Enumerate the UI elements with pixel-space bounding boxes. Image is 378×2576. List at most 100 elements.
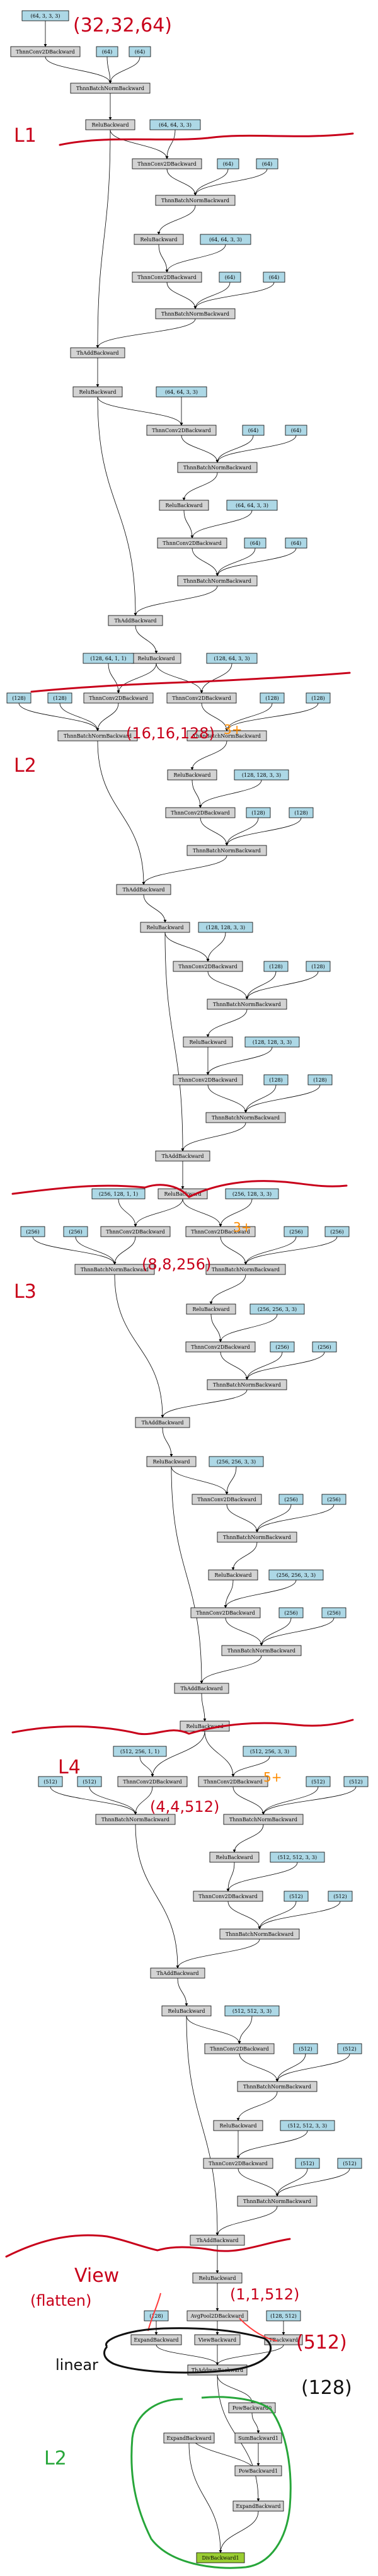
graph-node: ExpandBackward bbox=[232, 2500, 284, 2512]
param-node-box bbox=[263, 272, 285, 283]
edge-n36-n40 bbox=[96, 702, 119, 731]
edge-n92-n93 bbox=[201, 1693, 207, 1722]
node-label: (64, 64, 3, 3) bbox=[236, 503, 268, 508]
op-node-box bbox=[155, 1150, 210, 1162]
graph-node: ThnnBatchNormBackward bbox=[177, 462, 258, 473]
node-label: ThAddBackward bbox=[180, 1686, 222, 1692]
param-node-box bbox=[256, 158, 278, 169]
edge-n25-n26 bbox=[190, 510, 253, 539]
graph-node: (128) bbox=[6, 692, 32, 704]
annotation-linear-loop bbox=[103, 2327, 272, 2374]
op-node-box bbox=[223, 1814, 304, 1825]
graph-node: (512, 256, 1, 1) bbox=[113, 1746, 167, 1757]
param-node-box bbox=[209, 1456, 264, 1467]
node-label: ReluBackward bbox=[146, 925, 183, 930]
node-label: (128) bbox=[311, 696, 325, 701]
edge-n75-n78 bbox=[220, 1351, 249, 1380]
edge-n83-n85 bbox=[255, 1504, 292, 1533]
param-node-box bbox=[149, 119, 201, 130]
edge-n112-n113 bbox=[238, 2015, 253, 2044]
edge-n136-n137 bbox=[219, 2510, 259, 2553]
edge-n32-n36 bbox=[108, 663, 120, 694]
edge-n76-n78 bbox=[245, 1351, 283, 1380]
graph-node: (64) bbox=[285, 425, 307, 436]
param-node-box bbox=[206, 653, 258, 664]
graph-node: ThnnBatchNormBackward bbox=[177, 575, 258, 587]
graph-node: ThnnConv2DBackward bbox=[117, 1776, 188, 1787]
edge-n57-n60 bbox=[207, 1084, 248, 1113]
graph-node: ThnnBatchNormBackward bbox=[186, 730, 267, 741]
edge-n119-n122 bbox=[238, 2168, 279, 2197]
edge-n93-n98 bbox=[151, 1731, 205, 1777]
node-label: ThnnConv2DBackward bbox=[178, 964, 237, 970]
op-node-box bbox=[186, 1303, 236, 1315]
graph-node: (512) bbox=[337, 2043, 362, 2054]
param-node-box bbox=[324, 1226, 350, 1237]
node-label: (128) bbox=[53, 696, 67, 701]
graph-node: ReluBackward bbox=[159, 500, 209, 511]
node-label: (64) bbox=[250, 541, 260, 546]
node-label: ReluBackward bbox=[79, 389, 116, 395]
param-node-box bbox=[83, 653, 134, 664]
graph-node: ReluBackward bbox=[213, 2120, 263, 2131]
annotation-view: View bbox=[74, 2265, 119, 2287]
op-node-box bbox=[213, 2120, 263, 2131]
edge-n78-n79 bbox=[161, 1389, 248, 1418]
graph-node: ThAddBackward bbox=[174, 1683, 229, 1694]
edge-n51-n54 bbox=[207, 971, 249, 1000]
edge-n28-n29 bbox=[215, 547, 297, 576]
node-label: (256) bbox=[289, 1229, 303, 1235]
edge-n5-n7 bbox=[110, 129, 169, 159]
node-label: ReluBackward bbox=[140, 237, 177, 243]
node-label: ThnnBatchNormBackward bbox=[212, 1115, 280, 1121]
graph-node: ReluBackward bbox=[158, 1188, 208, 1199]
annotation-flatten: (flatten) bbox=[30, 2292, 91, 2310]
op-node-box bbox=[134, 234, 184, 245]
graph-node: TBackward bbox=[264, 2334, 303, 2345]
graph-node: (128) bbox=[306, 961, 331, 972]
edge-n58-n60 bbox=[244, 1084, 277, 1113]
edge-n13-n16 bbox=[166, 282, 197, 309]
op-node-box bbox=[221, 1645, 302, 1656]
edge-n106-n109 bbox=[227, 1901, 261, 1930]
node-label: (128, 128, 3, 3) bbox=[242, 772, 281, 778]
node-label: ThAddBackward bbox=[141, 1420, 183, 1426]
edge-n94-n98 bbox=[139, 1756, 154, 1777]
node-label: (64) bbox=[291, 541, 301, 546]
param-node-box bbox=[321, 1494, 346, 1505]
edge-n133-n137 bbox=[188, 2442, 222, 2553]
op-node-box bbox=[135, 1417, 190, 1428]
node-label: (256, 128, 1, 1) bbox=[99, 1191, 138, 1197]
param-node-box bbox=[6, 692, 32, 704]
graph-node: (64) bbox=[256, 158, 278, 169]
graph-node: ThAddBackward bbox=[150, 1967, 205, 1979]
op-node-box bbox=[157, 537, 227, 549]
edge-n49-n61 bbox=[164, 932, 185, 1152]
op-node-box bbox=[203, 2158, 273, 2169]
param-node-box bbox=[270, 1852, 325, 1863]
node-label: ThAddBackward bbox=[122, 887, 164, 893]
op-node-box bbox=[186, 730, 267, 741]
graph-node: ThAddBackward bbox=[116, 884, 171, 895]
param-node-box bbox=[268, 1569, 324, 1581]
graph-node: ReluBackward bbox=[183, 1036, 233, 1048]
graph-node: ThnnConv2DBackward bbox=[173, 961, 243, 972]
node-label: ThnnBatchNormBackward bbox=[183, 465, 251, 471]
graph-node: ThAddBackward bbox=[135, 1417, 190, 1428]
node-label: ThnnBatchNormBackward bbox=[161, 198, 229, 203]
op-node-box bbox=[83, 692, 154, 704]
node-label: (256) bbox=[69, 1229, 83, 1235]
op-node-box bbox=[237, 2195, 318, 2207]
param-node-box bbox=[226, 500, 278, 511]
graph-node: ThnnBatchNormBackward bbox=[57, 730, 138, 741]
edge-n100-n103 bbox=[261, 1786, 319, 1815]
node-label: ThAddBackward bbox=[156, 1971, 198, 1976]
graph-node: ThnnBatchNormBackward bbox=[207, 999, 287, 1010]
graph-node: (512, 512, 3, 3) bbox=[270, 1852, 325, 1863]
graph-node: (256) bbox=[321, 1607, 346, 1618]
node-label: PowBackward1 bbox=[239, 2468, 278, 2474]
graph-node: (512, 512, 3, 3) bbox=[280, 2120, 335, 2131]
node-label: (128) bbox=[251, 810, 265, 816]
edge-n99-n103 bbox=[232, 1786, 265, 1815]
